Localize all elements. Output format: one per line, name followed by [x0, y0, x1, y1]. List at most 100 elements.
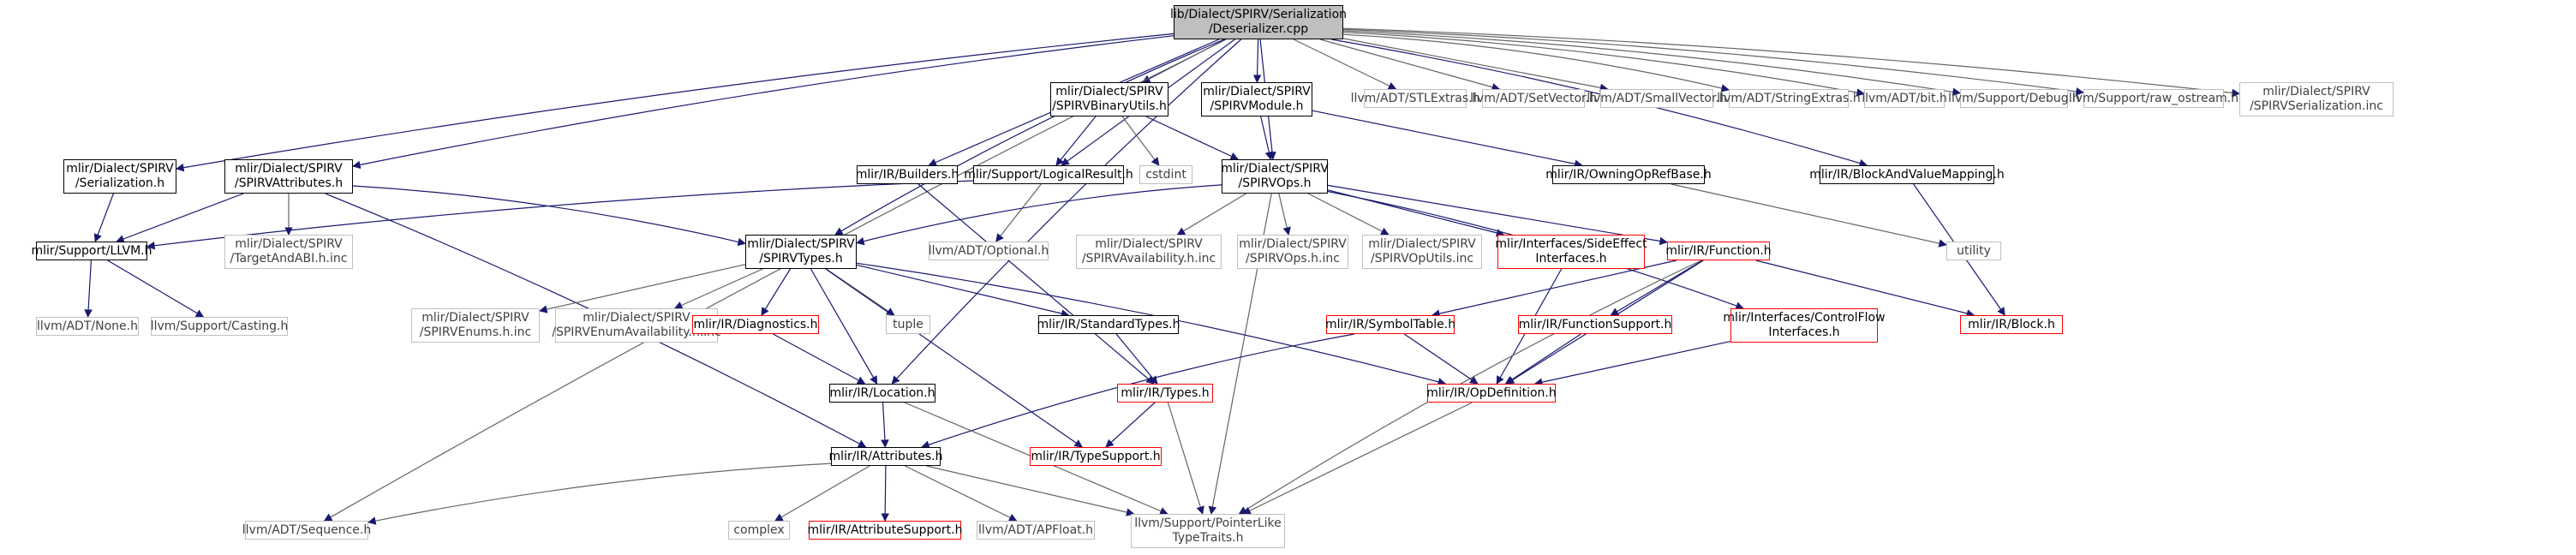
edge-spirvtypes-to-enumsinc: [539, 264, 746, 313]
edge-builders-to-types: [917, 183, 1155, 385]
edge-supportllvm-to-casting: [107, 260, 205, 318]
edge-owningopref-to-utility: [1671, 183, 1947, 248]
node-controlflow[interactable]: mlir/Interfaces/ControlFlow Interfaces.h: [1723, 308, 1886, 343]
node-sequence: llvm/ADT/Sequence.h: [242, 521, 371, 540]
edge-spirvops-to-oputilsinc: [1307, 193, 1390, 236]
edge-root-to-module: [1252, 39, 1262, 83]
edge-opdefinition-to-pointerlike: [1242, 402, 1473, 515]
node-targetandabi: mlir/Dialect/SPIRV /TargetAndABI.h.inc: [224, 235, 353, 269]
edge-root-to-stlextras: [1293, 39, 1397, 90]
node-tuple: tuple: [886, 315, 930, 334]
node-cstdint: cstdint: [1139, 165, 1192, 184]
edge-function-to-symboltable: [1431, 260, 1677, 318]
edge-serialization-to-supportllvm: [93, 193, 114, 242]
node-casting: llvm/Support/Casting.h: [151, 317, 288, 336]
edge-root-to-serialization: [176, 33, 1174, 172]
node-module[interactable]: mlir/Dialect/SPIRV /SPIRVModule.h: [1201, 82, 1312, 116]
edge-root-to-location: [891, 39, 1242, 385]
edge-root-to-setvector: [1319, 39, 1501, 92]
edge-root-to-attributes_spirv: [352, 35, 1174, 170]
node-diagnostics[interactable]: mlir/IR/Diagnostics.h: [692, 315, 819, 334]
node-spirvops[interactable]: mlir/Dialect/SPIRV /SPIRVOps.h: [1221, 159, 1329, 194]
edge-types-to-pointerlike: [1167, 402, 1204, 515]
node-typesupport[interactable]: mlir/IR/TypeSupport.h: [1030, 447, 1162, 466]
node-optional: llvm/ADT/Optional.h: [929, 242, 1049, 260]
edge-root-to-stringextras: [1342, 33, 1730, 92]
node-smallvector: llvm/ADT/SmallVector.h: [1587, 89, 1727, 108]
node-stringextras: llvm/ADT/StringExtras.h: [1717, 89, 1861, 108]
node-blockvaluemapping[interactable]: mlir/IR/BlockAndValueMapping.h: [1809, 165, 2005, 184]
edge-function-to-block: [1755, 260, 1975, 318]
node-availabilityinc: mlir/Dialect/SPIRV /SPIRVAvailability.h.…: [1076, 235, 1222, 269]
edge-spirvtypes-to-typesupport: [825, 268, 1083, 448]
node-utility: utility: [1946, 242, 2001, 260]
node-functionsupport[interactable]: mlir/IR/FunctionSupport.h: [1518, 315, 1672, 334]
node-stlextras: llvm/ADT/STLExtras.h: [1351, 89, 1479, 108]
edge-irattributes-to-sequence: [368, 462, 832, 525]
edge-module-to-spirvops: [1260, 116, 1274, 160]
node-enumavailabilityinc: mlir/Dialect/SPIRV /SPIRVEnumAvailabilit…: [552, 308, 721, 343]
edge-root-to-rawostream: [1342, 28, 2084, 96]
edge-root-to-serializationinc: [1342, 27, 2240, 98]
edge-spirvops-to-opsinc: [1278, 193, 1291, 236]
edge-symboltable-to-opdefinition: [1403, 333, 1479, 385]
node-enumsinc: mlir/Dialect/SPIRV /SPIRVEnums.h.inc: [411, 308, 540, 343]
edge-supportllvm-to-none: [84, 260, 93, 318]
edge-spirvops-to-function: [1327, 184, 1668, 246]
node-block[interactable]: mlir/IR/Block.h: [1960, 315, 2063, 334]
node-logicalresult[interactable]: mlir/Support/LogicalResult.h: [964, 165, 1133, 184]
node-opsinc: mlir/Dialect/SPIRV /SPIRVOps.h.inc: [1237, 235, 1348, 269]
node-sideeffect[interactable]: mlir/Interfaces/SideEffect Interfaces.h: [1495, 235, 1647, 269]
node-function[interactable]: mlir/IR/Function.h: [1665, 242, 1772, 260]
node-attributesupport[interactable]: mlir/IR/AttributeSupport.h: [808, 521, 962, 540]
node-root[interactable]: lib/Dialect/SPIRV/Serialization /Deseria…: [1170, 5, 1347, 39]
node-none: llvm/ADT/None.h: [36, 317, 139, 336]
edge-root-to-blockvaluemapping: [1330, 39, 1868, 168]
edge-attributes_spirv-to-spirvtypes: [352, 185, 746, 247]
edge-symboltable-to-irattributes: [921, 333, 1355, 449]
edge-irattributes-to-apfloat: [905, 465, 1018, 522]
edge-logicalresult-to-supportllvm: [146, 180, 974, 250]
node-standardtypes[interactable]: mlir/IR/StandardTypes.h: [1037, 315, 1180, 334]
edge-root-to-spirvtypes: [834, 39, 1225, 236]
edge-binaryutils-to-cstdint: [1121, 116, 1160, 166]
edge-irattributes-to-attributesupport: [881, 465, 890, 522]
node-binaryutils[interactable]: mlir/Dialect/SPIRV /SPIRVBinaryUtils.h: [1050, 82, 1168, 116]
edge-functionsupport-to-opdefinition: [1504, 333, 1581, 385]
node-supportllvm[interactable]: mlir/Support/LLVM.h: [32, 242, 152, 260]
edge-function-to-functionsupport: [1610, 260, 1703, 316]
edge-spirvtypes-to-diagnostics: [761, 268, 792, 316]
edge-root-to-bit: [1342, 32, 1865, 97]
edge-location-to-irattributes: [881, 402, 889, 448]
node-complex: complex: [728, 521, 790, 540]
node-location[interactable]: mlir/IR/Location.h: [829, 384, 935, 403]
node-builders[interactable]: mlir/IR/Builders.h: [856, 165, 959, 184]
node-symboltable[interactable]: mlir/IR/SymbolTable.h: [1325, 315, 1455, 334]
edge-binaryutils-to-logicalresult: [1055, 116, 1097, 166]
edge-spirvtypes-to-standardtypes: [856, 264, 1070, 318]
edge-logicalresult-to-optional: [995, 183, 1042, 242]
node-owningopref[interactable]: mlir/IR/OwningOpRefBase.h: [1545, 165, 1712, 184]
node-irattributes[interactable]: mlir/IR/Attributes.h: [829, 447, 942, 466]
edge-binaryutils-to-spirvops: [1145, 116, 1239, 160]
edge-standardtypes-to-types: [1115, 333, 1158, 385]
edge-root-to-smallvector: [1342, 38, 1609, 92]
node-pointerlike: llvm/Support/PointerLike TypeTraits.h: [1131, 514, 1285, 548]
node-attributes_spirv[interactable]: mlir/Dialect/SPIRV /SPIRVAttributes.h: [224, 159, 353, 194]
node-types[interactable]: mlir/IR/Types.h: [1117, 384, 1213, 403]
edge-spirvtypes-to-enumavailabilityinc: [673, 268, 763, 309]
edge-controlflow-to-opdefinition: [1533, 341, 1731, 386]
edge-root-to-debug: [1342, 30, 1961, 97]
edge-irattributes-to-complex: [774, 465, 870, 522]
edge-module-to-owningopref: [1312, 110, 1583, 168]
edge-diagnostics-to-location: [773, 333, 866, 385]
node-oputilsinc: mlir/Dialect/SPIRV /SPIRVOpUtils.inc: [1362, 235, 1482, 269]
node-rawostream: llvm/Support/raw_ostream.h: [2069, 89, 2238, 108]
edge-spirvtypes-to-location: [810, 268, 878, 385]
node-debug: llvm/Support/Debug.h: [1948, 89, 2080, 108]
node-bit: llvm/ADT/bit.h: [1862, 89, 1947, 108]
node-serializationinc: mlir/Dialect/SPIRV /SPIRVSerialization.i…: [2239, 82, 2394, 116]
node-serialization[interactable]: mlir/Dialect/SPIRV /Serialization.h: [63, 159, 176, 194]
node-spirvtypes[interactable]: mlir/Dialect/SPIRV /SPIRVTypes.h: [745, 235, 857, 269]
node-opdefinition[interactable]: mlir/IR/OpDefinition.h: [1426, 384, 1557, 403]
